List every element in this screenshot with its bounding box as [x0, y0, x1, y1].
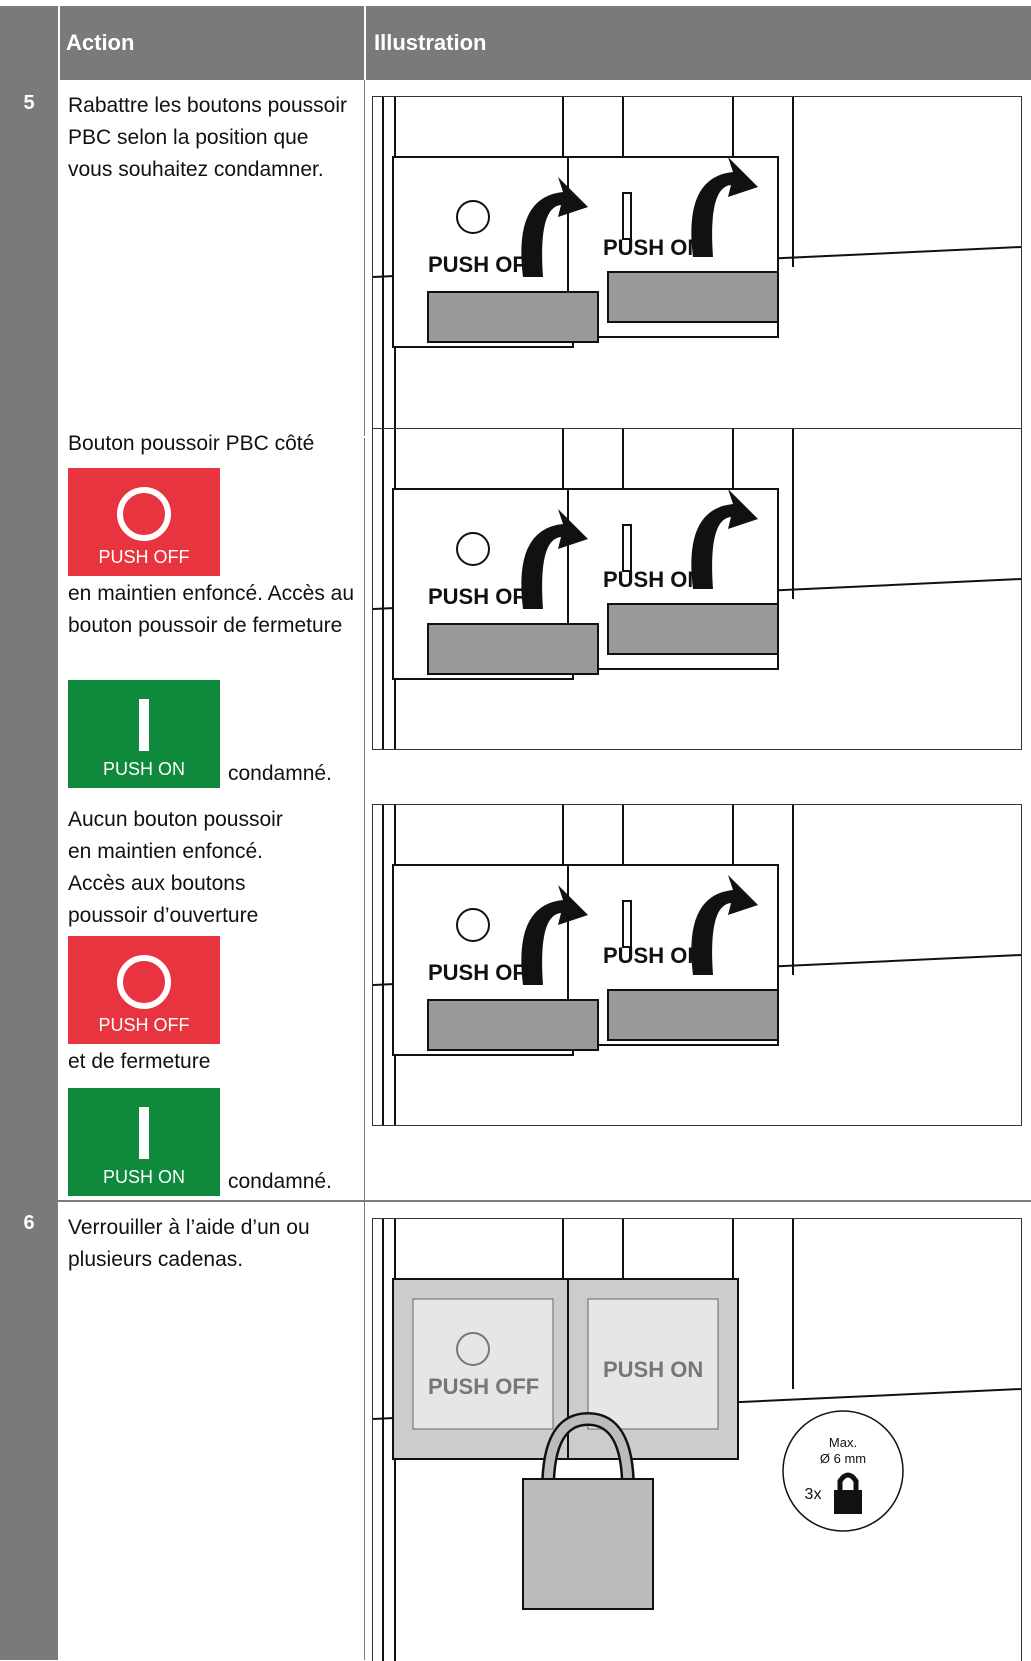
- divider: [58, 1200, 1031, 1202]
- header-illustration: Illustration: [366, 6, 1031, 80]
- step-text: Rabattre les boutons poussoir PBC selon …: [68, 90, 358, 186]
- svg-text:Max.: Max.: [829, 1435, 857, 1450]
- step-text: Verrouiller à l’aide d’un ou plusieurs c…: [68, 1212, 358, 1276]
- step-text: et de fermeture: [68, 1046, 358, 1078]
- push-on-label: PUSH ON: [603, 235, 703, 260]
- illustration-1: PUSH OFF PUSH ON: [372, 96, 1022, 438]
- step-text: Bouton poussoir PBC côté: [68, 428, 358, 460]
- push-on-badge: PUSH ON: [68, 1088, 220, 1196]
- step-text: condamné.: [228, 758, 348, 790]
- step-number: 6: [0, 1212, 58, 1235]
- push-on-badge: PUSH ON: [68, 680, 220, 788]
- divider: [364, 6, 366, 80]
- step-text: en maintien enfoncé. Accès au bouton pou…: [68, 578, 358, 642]
- step-text: condamné.: [228, 1166, 348, 1198]
- header-action: Action: [58, 6, 364, 80]
- push-off-badge: PUSH OFF: [68, 468, 220, 576]
- push-on-label: PUSH ON: [603, 943, 703, 968]
- step-number: 5: [0, 92, 58, 115]
- push-off-label: PUSH OFF: [428, 1374, 539, 1399]
- push-on-label: PUSH ON: [603, 1357, 703, 1382]
- illustration-3: PUSH OFF PUSH ON: [372, 804, 1022, 1126]
- svg-text:Ø 6 mm: Ø 6 mm: [820, 1451, 866, 1466]
- step-text: Aucun bouton poussoir en maintien enfonc…: [68, 804, 308, 932]
- step-number-column: [0, 6, 58, 1660]
- column-divider: [364, 80, 365, 1660]
- svg-text:3x: 3x: [805, 1486, 822, 1503]
- push-on-label: PUSH ON: [603, 567, 703, 592]
- illustration-4: PUSH OFF PUSH ON Max. Ø 6 mm 3x: [372, 1218, 1022, 1661]
- divider: [58, 6, 60, 80]
- illustration-2: PUSH OFF PUSH ON: [372, 428, 1022, 750]
- push-off-badge: PUSH OFF: [68, 936, 220, 1044]
- padlock-icon: [523, 1479, 653, 1609]
